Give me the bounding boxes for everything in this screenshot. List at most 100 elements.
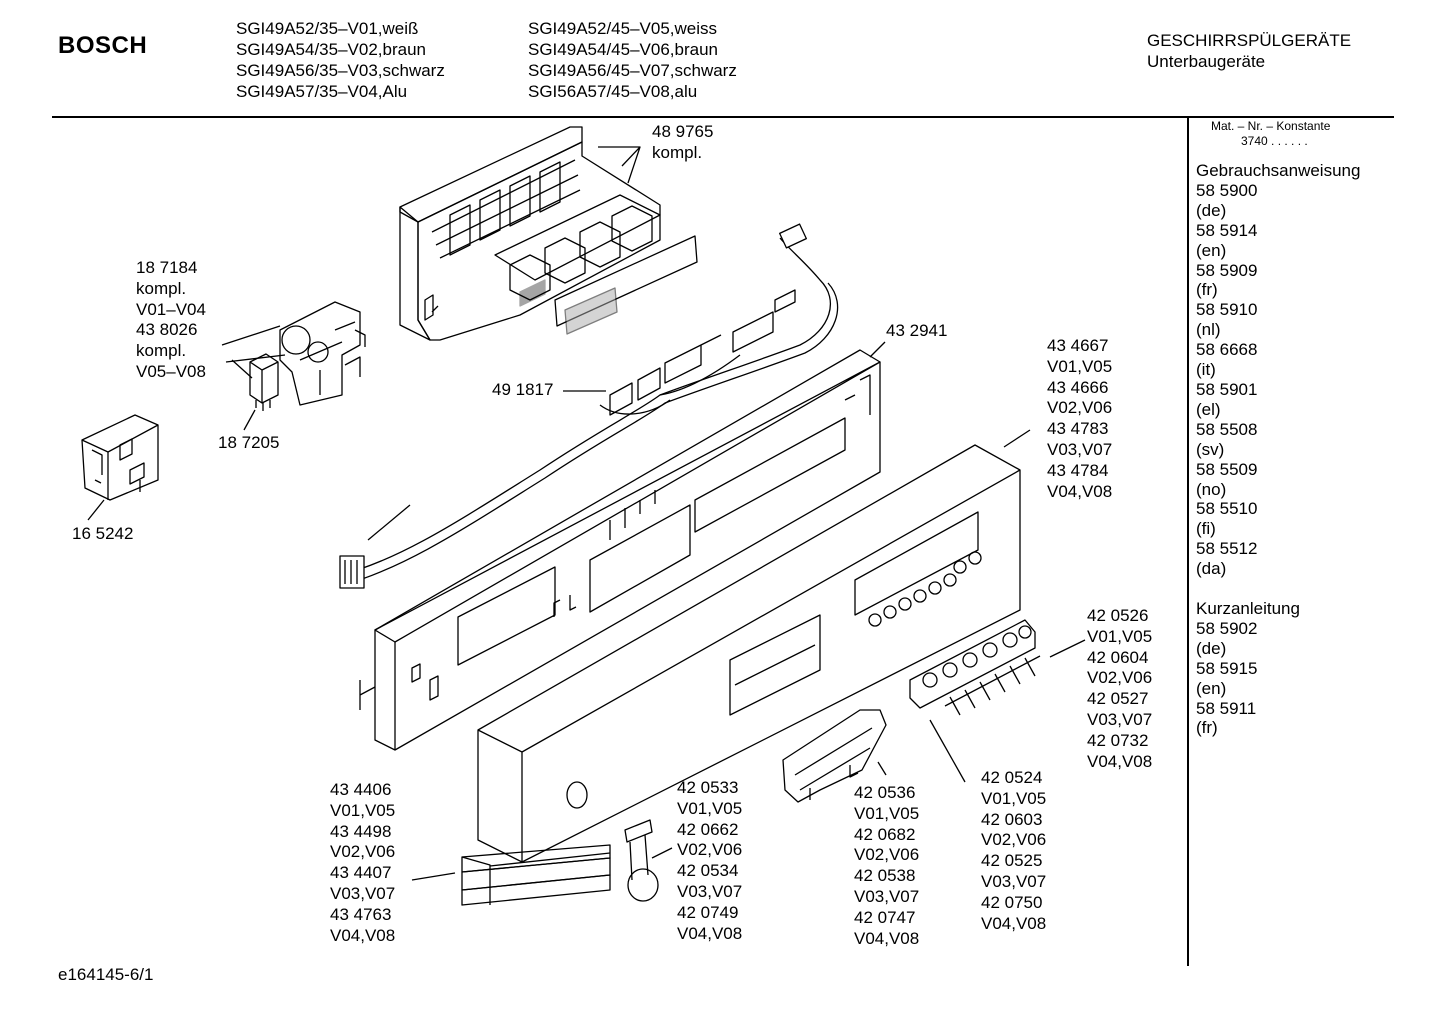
doc-group-title: Kurzanleitung (1196, 599, 1300, 619)
part-number: 18 7184 (136, 258, 198, 277)
button-strip-part (909, 619, 1041, 716)
part-number: 49 1817 (492, 380, 554, 399)
doc-item: 58 5914 (1196, 220, 1258, 240)
part-number: 43 4784 (1047, 460, 1109, 480)
category-title: GESCHIRRSPÜLGERÄTE (1147, 31, 1352, 50)
leader-line (87, 499, 105, 521)
model-line: SGI49A56/35–V03,schwarz (236, 61, 445, 80)
model-line: SGI49A54/45–V06,braun (528, 40, 718, 59)
part-variant: V02,V06 (981, 830, 1047, 850)
part-label-48-9765: 48 9765 kompl. (652, 122, 713, 164)
part-variant: V02,V06 (1087, 668, 1153, 688)
exploded-view-drawing (81, 126, 1086, 906)
part-label-42-0533: 42 0533 V01,V05 42 0662 V02,V06 42 0534 … (677, 778, 742, 944)
part-label-49-1817: 49 1817 (492, 380, 553, 401)
door-handle-part (782, 709, 887, 803)
front-panel-part (477, 444, 1021, 863)
part-variant: V05–V08 (136, 361, 206, 381)
part-number: 42 0538 (854, 866, 916, 886)
part-number: 42 0533 (677, 778, 739, 797)
part-label-18-7184: 18 7184 kompl. V01–V04 43 8026 kompl. V0… (136, 258, 206, 383)
doc-item: (fr) (1196, 280, 1218, 300)
model-line: SGI49A57/35–V04,Alu (236, 82, 408, 101)
doc-item: (el) (1196, 399, 1221, 419)
part-number: 42 0682 (854, 824, 916, 844)
part-number: 48 9765 (652, 122, 714, 141)
doc-item: (fr) (1196, 718, 1218, 738)
part-label-43-4406: 43 4406 V01,V05 43 4498 V02,V06 43 4407 … (330, 780, 395, 946)
leader-line (598, 146, 641, 184)
part-label-42-0526: 42 0526 V01,V05 42 0604 V02,V06 42 0527 … (1087, 606, 1152, 772)
part-number: 42 0604 (1087, 647, 1149, 667)
part-number: 42 0534 (677, 861, 739, 881)
drawing-id: e164145-6/1 (58, 965, 154, 984)
doc-item: 58 5510 (1196, 499, 1258, 519)
leader-line (367, 504, 411, 541)
panel-frame-part (359, 349, 881, 751)
part-variant: V01–V04 (136, 299, 206, 319)
doc-item: 58 5902 (1196, 618, 1258, 638)
doc-item: 58 5915 (1196, 658, 1258, 678)
model-line: SGI49A54/35–V02,braun (236, 40, 426, 59)
part-number: 18 7205 (218, 433, 280, 452)
part-variant: V02,V06 (677, 840, 743, 860)
category-block: GESCHIRRSPÜLGERÄTE Unterbaugeräte (1147, 30, 1351, 72)
part-number: 42 0662 (677, 819, 739, 839)
control-module-part (399, 126, 661, 341)
leader-line (877, 761, 887, 776)
part-variant: V04,V08 (1047, 481, 1113, 501)
part-label-18-7205: 18 7205 (218, 433, 279, 454)
doc-item: (no) (1196, 479, 1227, 499)
decor-panel-part (461, 844, 611, 906)
relay-part (249, 353, 279, 411)
doc-item: 58 5900 (1196, 180, 1258, 200)
leader-line (651, 847, 673, 859)
part-number: 43 4498 (330, 821, 392, 841)
model-list-45: SGI49A52/45–V05,weiss SGI49A54/45–V06,br… (528, 18, 737, 102)
document-list: Gebrauchsanweisung 58 5900 (de) 58 5914 … (1196, 161, 1360, 738)
part-number: 42 0524 (981, 768, 1043, 787)
part-variant: V02,V06 (854, 845, 920, 865)
model-line: SGI49A52/45–V05,weiss (528, 19, 718, 38)
part-variant: V04,V08 (854, 928, 920, 948)
part-number: 43 4763 (330, 904, 392, 924)
category-subtitle: Unterbaugeräte (1147, 52, 1266, 71)
part-variant: V01,V05 (854, 803, 920, 823)
model-list-35: SGI49A52/35–V01,weiß SGI49A54/35–V02,bra… (236, 18, 445, 102)
doc-group-spacer (1196, 579, 1360, 599)
part-number: 43 4666 (1047, 377, 1109, 397)
leader-line (929, 719, 966, 783)
doc-item: (fi) (1196, 519, 1216, 539)
part-variant: V04,V08 (1087, 751, 1153, 771)
part-variant: V01,V05 (981, 788, 1047, 808)
part-variant: V03,V07 (854, 886, 920, 906)
matnr-header: Mat. – Nr. – Konstante (1211, 119, 1331, 133)
part-number: 42 0527 (1087, 689, 1149, 709)
doc-item: 58 6668 (1196, 340, 1258, 360)
part-label-42-0536: 42 0536 V01,V05 42 0682 V02,V06 42 0538 … (854, 783, 919, 949)
part-number: 43 8026 (136, 320, 198, 340)
part-variant: V01,V05 (1087, 626, 1153, 646)
part-number: 43 2941 (886, 321, 948, 340)
sidebar-divider (1187, 118, 1189, 966)
part-variant: V02,V06 (330, 842, 396, 862)
header-divider (52, 116, 1394, 118)
doc-item: (en) (1196, 678, 1227, 698)
part-variant: V04,V08 (677, 923, 743, 943)
model-line: SGI49A52/35–V01,weiß (236, 19, 419, 38)
part-label-42-0524: 42 0524 V01,V05 42 0603 V02,V06 42 0525 … (981, 768, 1046, 934)
display-strip-part (554, 235, 698, 335)
part-variant: V01,V05 (677, 798, 743, 818)
doc-item: 58 5512 (1196, 539, 1258, 559)
part-variant: V03,V07 (330, 883, 396, 903)
part-label-43-2941: 43 2941 (886, 321, 947, 342)
part-note: kompl. (136, 278, 187, 298)
wiring-harness-part (339, 223, 839, 589)
part-number: 42 0526 (1087, 606, 1149, 625)
doc-item: 58 5909 (1196, 260, 1258, 280)
leader-line (231, 359, 253, 379)
part-variant: V04,V08 (981, 913, 1047, 933)
model-line: SGI49A56/45–V07,schwarz (528, 61, 737, 80)
leader-line (221, 325, 286, 363)
doc-item: (it) (1196, 360, 1216, 380)
